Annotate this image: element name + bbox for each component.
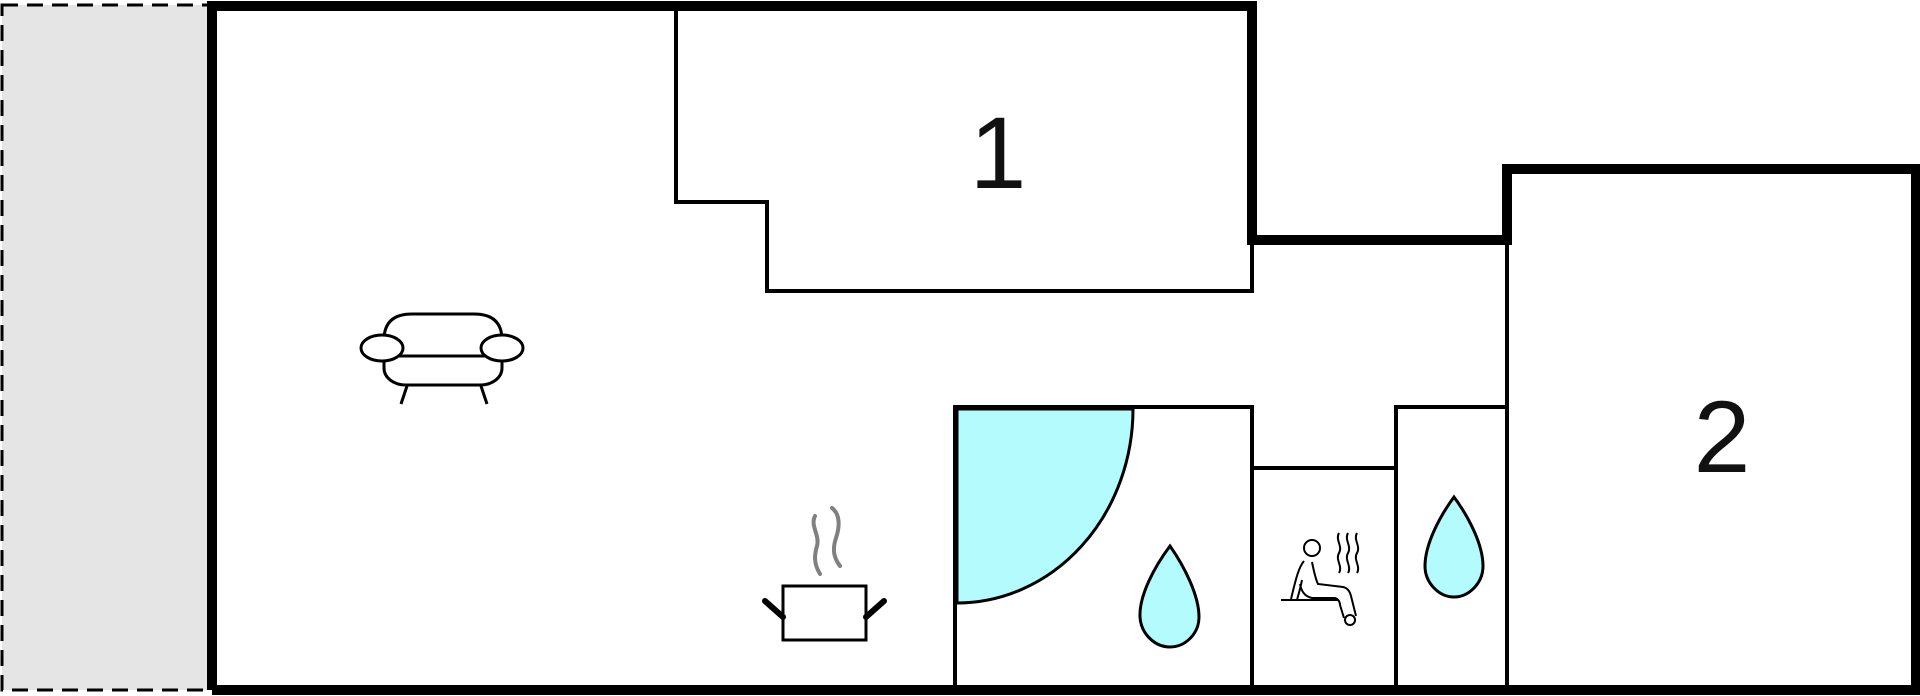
sauna-icon — [1281, 532, 1360, 626]
sofa-icon — [359, 312, 525, 405]
shower-corner-icon — [955, 407, 1135, 605]
bedroom-1-outline — [674, 7, 1254, 293]
room-label-1: 1 — [970, 96, 1027, 210]
room-label-2: 2 — [1694, 380, 1751, 494]
water-drop-icon — [1423, 494, 1485, 599]
interior-walls — [953, 240, 1509, 688]
exterior-wall — [207, 1, 1920, 695]
water-drop-icon — [1138, 543, 1201, 649]
cooking-pot-icon — [762, 506, 887, 642]
terrace — [0, 3, 212, 692]
